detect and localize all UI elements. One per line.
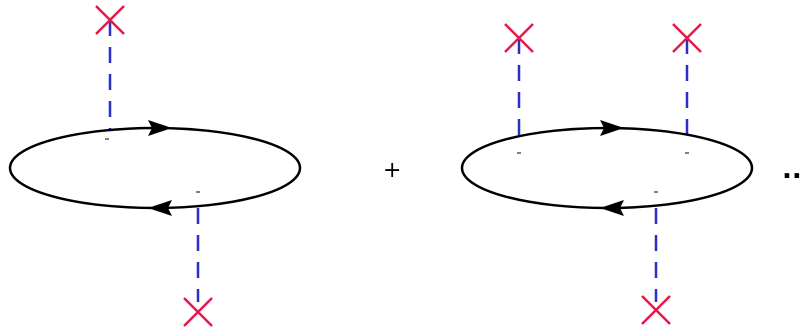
bottom-source-cross-icon xyxy=(641,295,671,325)
fermion-loop xyxy=(8,126,302,210)
loop-arrow-bottom-icon xyxy=(148,200,172,216)
diagram-second-order xyxy=(460,23,754,325)
top-left-source-cross-icon xyxy=(504,23,534,53)
loop-arrow-top-icon xyxy=(148,120,172,136)
loop-arrow-bottom-icon xyxy=(600,200,624,216)
loop-arrow-top-icon xyxy=(600,120,624,136)
bottom-source-cross-icon xyxy=(183,297,213,327)
diagram-first-order xyxy=(8,5,302,327)
top-right-source-cross-icon xyxy=(672,23,702,53)
ellipsis-continuation: ... xyxy=(782,155,804,185)
fermion-loop xyxy=(460,126,754,210)
top-source-cross-icon xyxy=(95,5,125,35)
plus-operator: + xyxy=(383,158,401,183)
